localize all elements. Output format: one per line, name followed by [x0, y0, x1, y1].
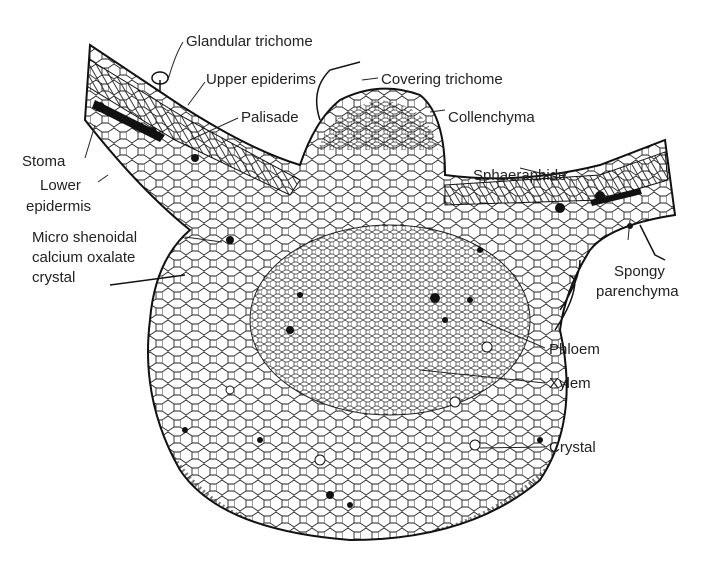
- trichomes: [109, 61, 666, 331]
- glandular-trichome: [151, 71, 169, 92]
- label-palisade: Palisade: [241, 109, 299, 126]
- tissue-section: [83, 43, 677, 542]
- label-spongy-parenchyma: Spongy: [614, 263, 665, 280]
- label-spongy-parenchyma: parenchyma: [596, 283, 679, 300]
- label-upper-epidermis: Upper epiderims: [206, 71, 316, 88]
- label-lower-epidermis: Lower: [40, 177, 81, 194]
- label-collenchyma: Collenchyma: [448, 109, 535, 126]
- right-palisade: [444, 151, 669, 206]
- labels: Glandular trichome Upper epiderims Cover…: [22, 33, 679, 456]
- label-crystal: Crystal: [549, 439, 596, 456]
- dark-cells: [92, 100, 642, 508]
- label-xylem: Xylem: [549, 375, 591, 392]
- label-stoma: Stoma: [22, 153, 66, 170]
- collenchyma-region: [318, 100, 438, 150]
- label-lower-epidermis: epidermis: [26, 198, 91, 215]
- label-glandular-trichome: Glandular trichome: [186, 33, 313, 50]
- covering-trichome-top: [315, 61, 361, 121]
- label-micro-crystal: calcium oxalate: [32, 249, 135, 266]
- label-sphaeraphide: Sphaeraphide: [473, 167, 566, 184]
- label-phloem: Phloem: [549, 341, 600, 358]
- label-covering-trichome: Covering trichome: [381, 71, 503, 88]
- leader-lines: [84, 41, 631, 449]
- label-micro-crystal: Micro shenoidal: [32, 229, 137, 246]
- left-palisade: [85, 59, 301, 196]
- label-micro-crystal: crystal: [32, 269, 75, 286]
